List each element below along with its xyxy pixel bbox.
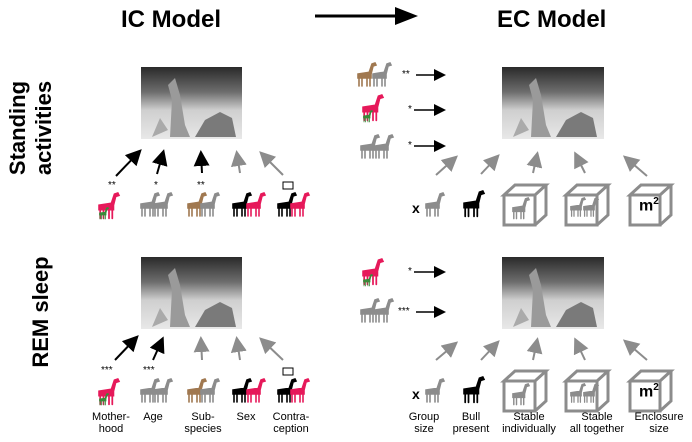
ec-label-enclosure-size: Enclosure size [630, 411, 688, 435]
ic-bottom-stars-motherhood: *** [101, 365, 113, 376]
ic-label-motherhood: Mother- hood [88, 411, 134, 435]
ic-top-stars-age: * [154, 180, 158, 191]
ec-rem-photo [502, 257, 604, 329]
ec-bottom-side-icons [360, 258, 394, 323]
label-line1: Stable [513, 411, 545, 423]
ec-top-x-symbol: x [412, 200, 420, 216]
label-line1: Bull [461, 411, 481, 423]
ic-label-sex: Sex [231, 411, 261, 423]
ec-bottom-x-symbol: x [412, 386, 420, 402]
enclosure-size-icon [626, 183, 675, 227]
ec-top-side-icons [357, 62, 394, 159]
bull-present-icon [463, 190, 485, 218]
model-transition-arrow [315, 7, 418, 25]
ic-top-arrows [115, 149, 284, 177]
label-line1: Group [408, 411, 440, 423]
ec-top-stars-1: ** [402, 69, 410, 80]
label-line1: Sub- [191, 411, 215, 423]
ic-rem-photo [141, 257, 242, 329]
label-line2: individually [502, 423, 556, 435]
ic-label-age: Age [138, 411, 168, 423]
label-line2: all together [569, 423, 625, 435]
ec-bottom-icons [425, 369, 675, 413]
ec-top-m2-symbol: m2 [639, 196, 659, 215]
ic-bottom-stars-age: *** [143, 365, 155, 376]
ic-top-icons [98, 181, 310, 220]
label-line2: size [414, 423, 434, 435]
label-line2: hood [98, 423, 124, 435]
label-line2: ception [273, 423, 309, 435]
ec-top-arrows [435, 151, 648, 177]
ec-top-side-arrows [414, 69, 446, 152]
ec-label-bull-present: Bull present [448, 411, 494, 435]
stable-individually-icon [500, 183, 550, 227]
ic-bottom-arrows [114, 335, 284, 361]
label-line1: Contra- [272, 411, 310, 423]
ic-standing-photo [141, 67, 242, 139]
ic-label-contraception: Contra- ception [266, 411, 316, 435]
label-line2: present [452, 423, 490, 435]
ic-top-stars-motherhood: ** [108, 180, 116, 191]
ic-label-subspecies: Sub- species [183, 411, 223, 435]
ec-bottom-stars-1: * [408, 266, 412, 277]
ec-bottom-side-arrows [414, 266, 446, 318]
ec-top-stars-3: * [408, 140, 412, 151]
m2-base: m [639, 197, 654, 215]
ec-top-icons [425, 183, 675, 227]
label-line1: Stable [581, 411, 613, 423]
pill-pack-icon [282, 181, 294, 190]
ec-label-stable-all-together: Stable all together [562, 411, 632, 435]
m2-base: m [639, 383, 654, 401]
label-line2: species [184, 423, 222, 435]
m2-sup: 2 [653, 382, 659, 393]
group-size-icon [425, 192, 445, 217]
ec-label-stable-individually: Stable individually [496, 411, 562, 435]
ec-bottom-arrows [435, 337, 648, 361]
ec-model-title: EC Model [497, 6, 607, 33]
ec-bottom-m2-symbol: m2 [639, 382, 659, 401]
ec-standing-photo [502, 67, 604, 139]
ic-top-stars-subspecies: ** [197, 180, 205, 191]
m2-sup: 2 [653, 196, 659, 207]
ic-model-title: IC Model [121, 6, 221, 33]
ec-label-group-size: Group size [402, 411, 446, 435]
ec-top-stars-2: * [408, 104, 412, 115]
label-line1: Age [143, 411, 163, 423]
label-line1: Enclosure [634, 411, 684, 423]
label-line1: Mother- [92, 411, 130, 423]
label-line1: Sex [236, 411, 256, 423]
stable-all-together-icon [562, 183, 612, 227]
ic-bottom-icons [98, 367, 310, 406]
ec-bottom-stars-2: *** [398, 306, 410, 317]
label-line2: size [649, 423, 669, 435]
